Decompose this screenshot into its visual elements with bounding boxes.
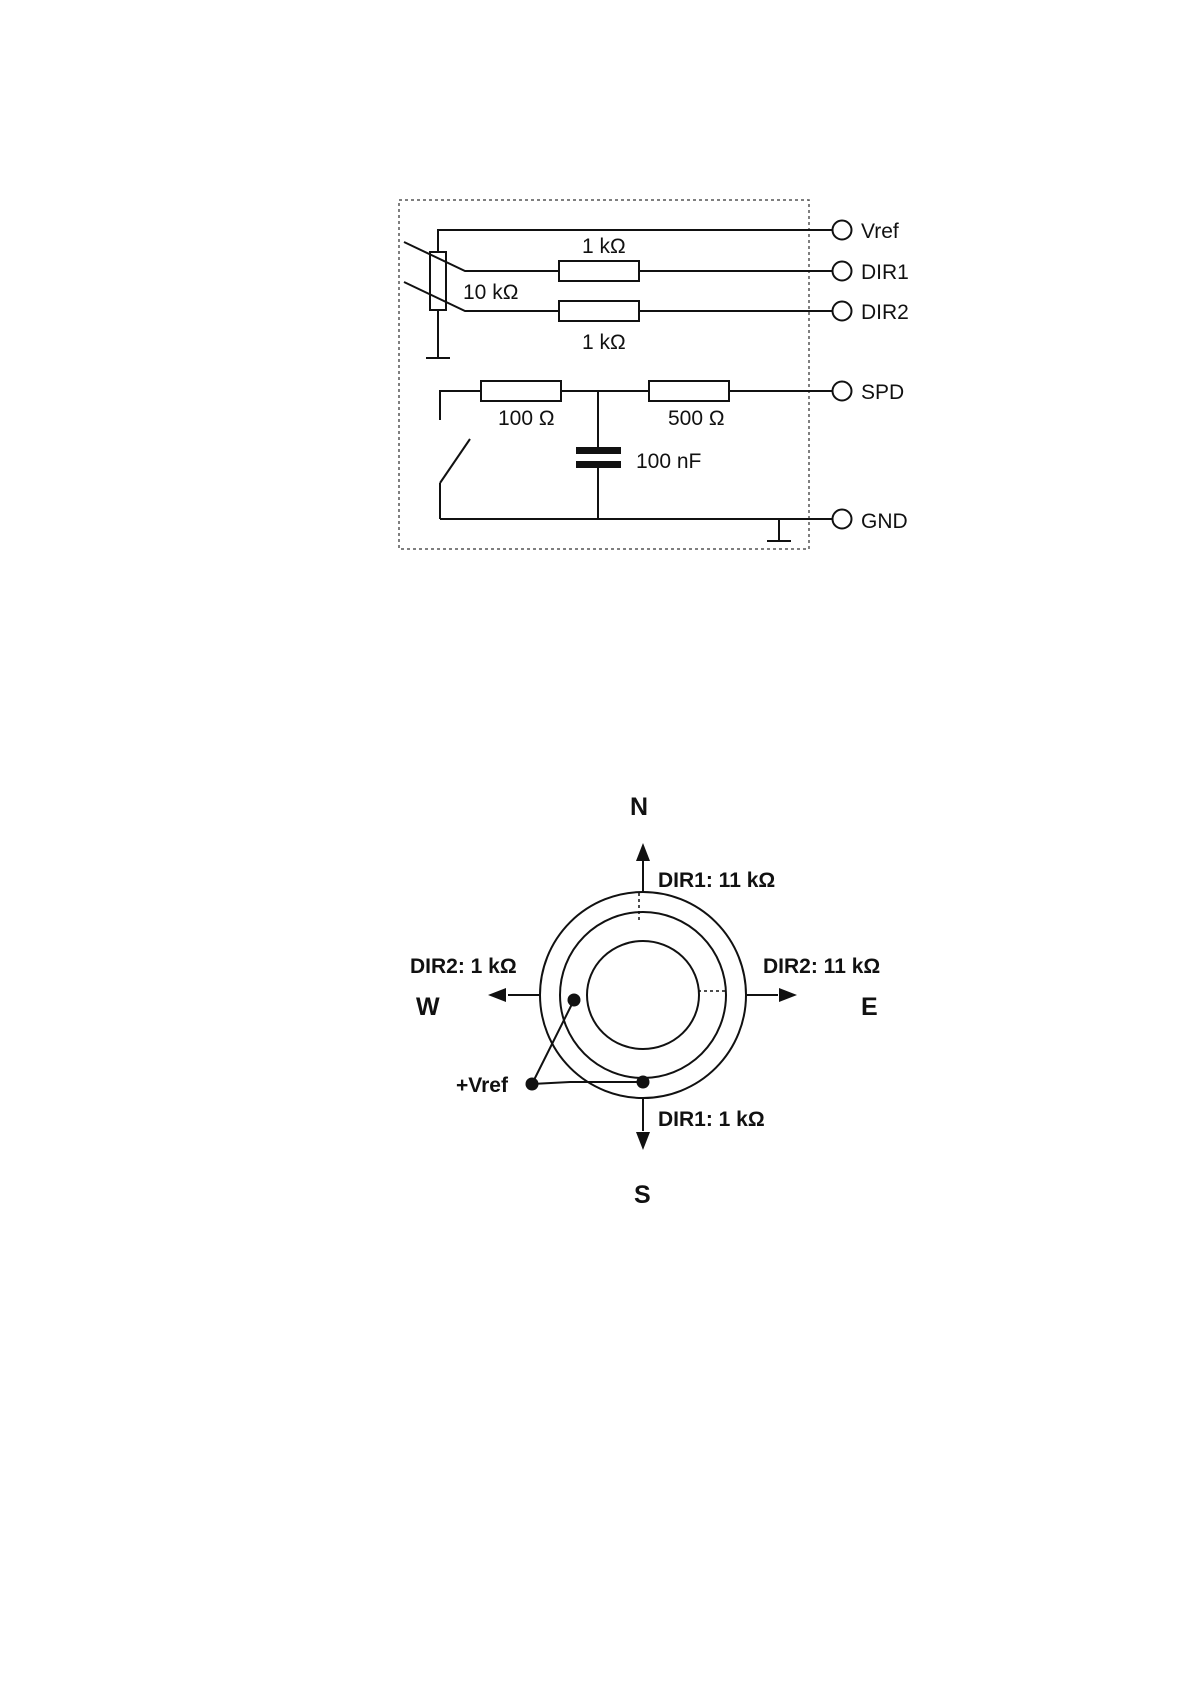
south-arrowhead xyxy=(636,1132,650,1150)
vref-contact-lines xyxy=(532,1000,643,1084)
west-arrowhead xyxy=(488,988,506,1002)
contact-south xyxy=(637,1076,650,1089)
contact-west xyxy=(568,994,581,1007)
inner-ring xyxy=(587,941,699,1049)
compass-west: W xyxy=(416,993,440,1021)
label-north-value: DIR1: 11 kΩ xyxy=(658,869,775,892)
north-arrowhead xyxy=(636,843,650,861)
compass-south: S xyxy=(634,1181,651,1209)
label-vref: +Vref xyxy=(456,1074,509,1097)
compass-north: N xyxy=(630,793,648,821)
middle-ring xyxy=(560,912,726,1078)
compass-east: E xyxy=(861,993,878,1021)
label-west-value: DIR2: 1 kΩ xyxy=(410,955,517,978)
label-south-value: DIR1: 1 kΩ xyxy=(658,1108,765,1131)
east-arrowhead xyxy=(779,988,797,1002)
vref-dot xyxy=(526,1078,539,1091)
label-east-value: DIR2: 11 kΩ xyxy=(763,955,880,978)
